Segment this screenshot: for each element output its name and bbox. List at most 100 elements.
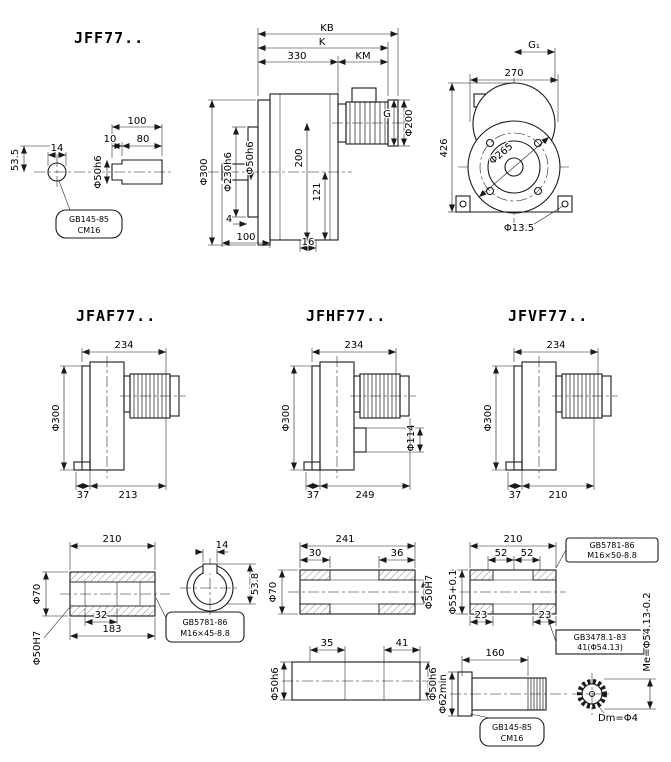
callout-gb145-line2: CM16 <box>501 734 524 743</box>
spline-end-view-teeth <box>577 679 607 709</box>
dim-100-label: 100 <box>127 116 146 127</box>
dim-16-label: 16 <box>302 237 315 248</box>
dim-dia55-label: Φ55+0.1 <box>448 570 459 615</box>
dim-k-label: K <box>319 37 326 48</box>
foot-hole <box>561 200 569 208</box>
jfvf77-section: JFVF77.. 234 Φ300 37 210 <box>482 306 618 502</box>
callout-gb3478-line1: GB3478.1-83 <box>574 633 627 642</box>
callout-gb5781-line1: GB5781-86 <box>182 618 227 627</box>
shaft-end-circle <box>47 162 67 182</box>
dim-dia300-label: Φ300 <box>483 405 494 432</box>
dim-dia230-label: Φ230h6 <box>223 152 234 192</box>
shaft-detail-jfhf: 241 30 36 Φ50H7 Φ70 35 41 Φ50h6 Φ50h6 <box>267 533 441 702</box>
dim-me-label: Me=Φ54.13-0.2 <box>642 592 653 671</box>
dim-km-label: KM <box>355 51 370 62</box>
output-flange <box>257 99 271 246</box>
dim-234-label: 234 <box>546 340 565 351</box>
dim-dia300-label: Φ300 <box>199 159 210 186</box>
callout-gb5781-line1: GB5781-86 <box>589 541 634 550</box>
shaft-detail-jfaf: 210 Φ70 Φ50H7 32 183 14 53.8 GB5781-86 M… <box>31 533 263 667</box>
dim-4-label: 4 <box>226 214 232 225</box>
dim-234-label: 234 <box>114 340 133 351</box>
jfaf77-title: JFAF77.. <box>76 307 156 325</box>
dim-dia50h6-left-label: Φ50h6 <box>270 667 281 700</box>
gear-housing <box>269 93 339 241</box>
dim-37-label: 37 <box>307 490 320 501</box>
dim-200-label: 200 <box>294 148 305 167</box>
motor-fan-cover <box>601 375 612 417</box>
callout-gb5781-box <box>565 537 659 563</box>
dim-241-label: 241 <box>335 534 354 545</box>
terminal-box <box>351 87 377 103</box>
dim-41-label: 41 <box>396 638 409 649</box>
dim-213-label: 213 <box>118 490 137 501</box>
dim-dia50h7-label: Φ50H7 <box>32 631 43 665</box>
dim-52b-label: 52 <box>521 548 534 559</box>
dim-dia70-label: Φ70 <box>32 584 43 605</box>
motor-fins <box>363 374 397 418</box>
dim-g-label: G <box>383 109 391 120</box>
dim-53-8-label: 53.8 <box>250 573 261 595</box>
dim-dia13-5-label: Φ13.5 <box>504 223 534 234</box>
dim-35-label: 35 <box>321 638 334 649</box>
hollow-shaft-boss <box>353 427 367 453</box>
dim-dia50-label: Φ50h6 <box>245 141 256 174</box>
shaft-detail-jfvf: 210 52 52 Φ55+0.1 23 23 GB5781-86 M16×50… <box>437 533 659 747</box>
foot-left <box>455 195 471 213</box>
spline-teeth <box>527 678 544 710</box>
dim-dia50h6-right-label: Φ50h6 <box>428 667 439 700</box>
dim-37-label: 37 <box>509 490 522 501</box>
dim-kb-label: KB <box>320 23 334 34</box>
dim-270-label: 270 <box>504 68 523 79</box>
center-hole <box>588 690 596 698</box>
dim-30-label: 30 <box>309 548 322 559</box>
foot-right <box>557 195 573 213</box>
jfaf77-section: JFAF77.. 234 Φ300 37 213 <box>50 306 186 502</box>
callout-gb145-line1: GB145-85 <box>69 215 109 224</box>
hollow-shaft-body <box>299 569 416 615</box>
dim-330-label: 330 <box>287 51 306 62</box>
dim-dia114-label: Φ114 <box>406 425 417 452</box>
dim-37-label: 37 <box>77 490 90 501</box>
dim-100b-label: 100 <box>236 232 255 243</box>
dim-dia300-label: Φ300 <box>281 405 292 432</box>
gear-housing <box>89 361 125 471</box>
motor-flange <box>123 375 131 413</box>
dim-14-label: 14 <box>216 540 229 551</box>
shaft-profile <box>111 159 163 185</box>
motor-fan-cover <box>169 375 180 417</box>
keyway-slot <box>202 563 218 574</box>
dim-160-label: 160 <box>485 648 504 659</box>
motor-fan-cover <box>399 375 410 417</box>
callout-gb145-box <box>55 209 123 239</box>
dim-dia200-label: Φ200 <box>404 110 415 137</box>
jff-shaft-end-detail: 14 53.5 100 10 80 Φ50h6 GB145-85 CM16 <box>9 115 172 239</box>
dim-210-label: 210 <box>548 490 567 501</box>
dim-52a-label: 52 <box>495 548 508 559</box>
gear-housing <box>319 361 355 471</box>
dim-210-label: 210 <box>102 534 121 545</box>
hollow-shaft-body <box>469 569 557 615</box>
callout-gb5781-box <box>165 611 245 643</box>
dim-80-label: 80 <box>137 134 150 145</box>
flange-plate <box>311 365 321 471</box>
dim-dia50h7-label: Φ50H7 <box>424 575 435 609</box>
dim-121-label: 121 <box>312 182 323 201</box>
spline-end-view-root <box>581 683 603 705</box>
jff77-title: JFF77.. <box>74 29 144 47</box>
dim-10-label: 10 <box>104 134 117 145</box>
dim-dm-label: Dm=Φ4 <box>598 713 638 724</box>
jff-front-view: G₁ 270 426 Φ265 Φ13.5 <box>438 39 573 235</box>
dim-426-label: 426 <box>439 138 450 157</box>
insert-shaft-body <box>291 661 421 701</box>
callout-gb5781-line2: M16×50-8.8 <box>587 551 637 560</box>
motor-fins <box>565 374 599 418</box>
dim-14-label: 14 <box>51 143 64 154</box>
dim-dia62min-label: Φ62min <box>438 674 449 713</box>
dim-g1-label: G₁ <box>528 40 540 51</box>
dim-53-5-label: 53.5 <box>10 149 21 171</box>
jfhf77-title: JFHF77.. <box>306 307 386 325</box>
motor-flange <box>555 375 563 413</box>
callout-gb145-line1: GB145-85 <box>492 723 532 732</box>
